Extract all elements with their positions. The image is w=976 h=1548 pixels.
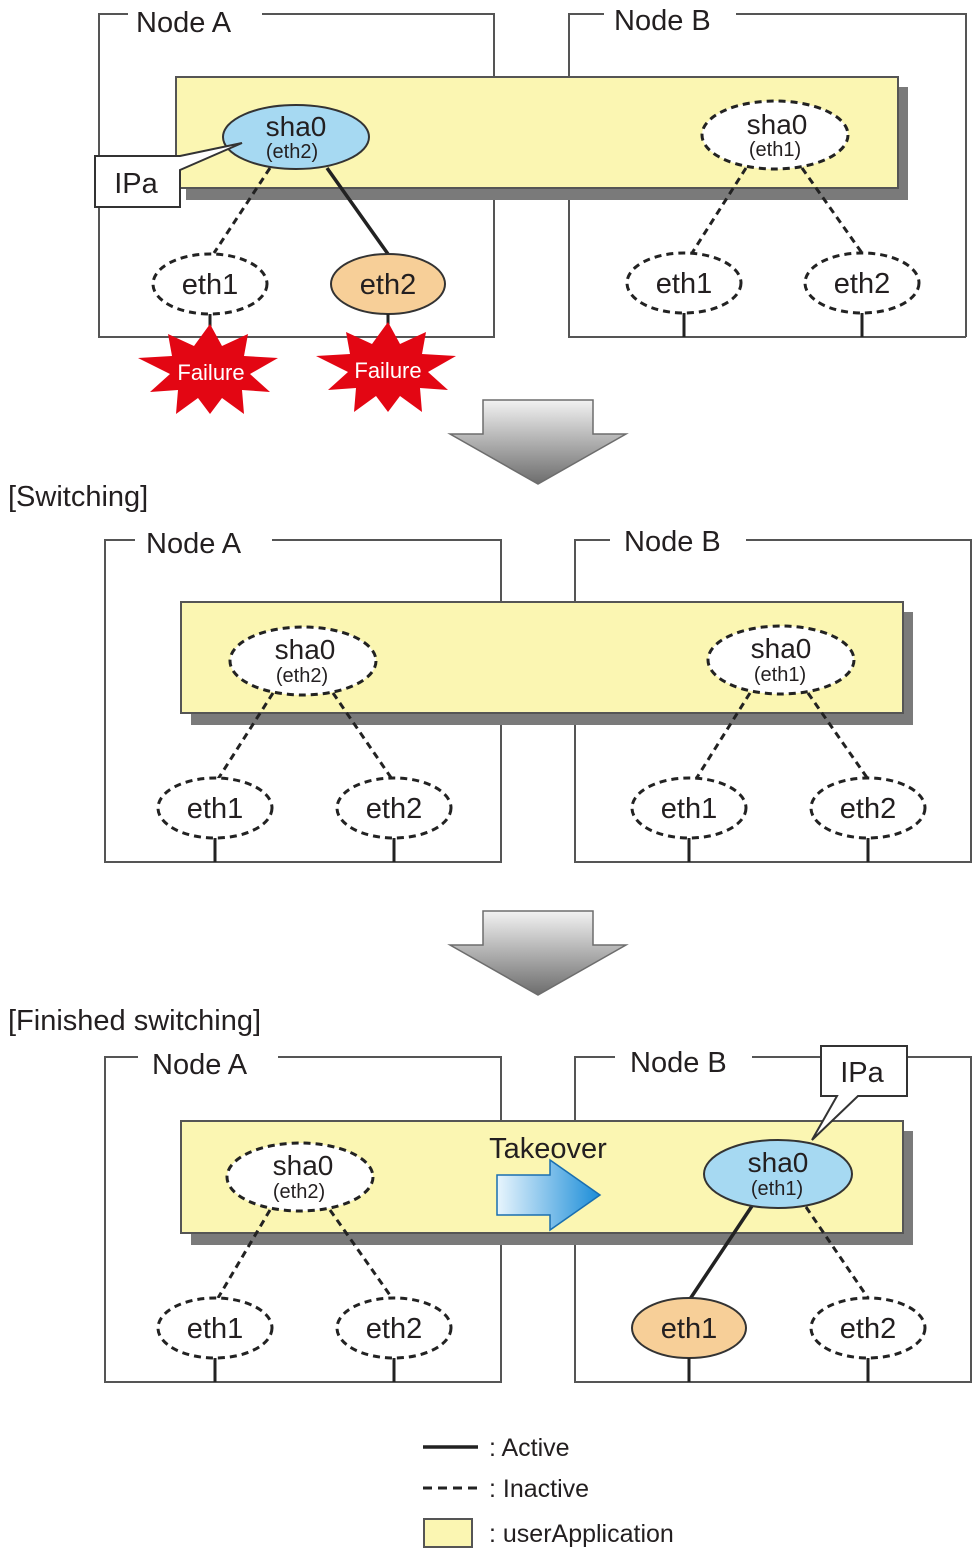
- sha0-label: sha0: [751, 633, 812, 664]
- link-sha0-eth2: [804, 1206, 870, 1299]
- legend: : Active : Inactive : userApplication: [423, 1434, 674, 1548]
- sha0-virtual-interface: sha0 (eth1): [706, 624, 856, 696]
- sha0-virtual-interface: sha0 (eth2): [225, 1141, 375, 1213]
- nic-eth1: eth1: [625, 251, 743, 337]
- link-sha0-eth1: [216, 1209, 272, 1299]
- sha0-virtual-interface: sha0 (eth1): [703, 1139, 853, 1209]
- nic-label: eth1: [182, 269, 238, 301]
- sha0-sub-label: (eth2): [273, 1181, 325, 1203]
- sha0-label: sha0: [747, 109, 808, 140]
- node-a-box: Node A: [98, 7, 495, 338]
- link-sha0-eth1-active: [688, 1205, 754, 1300]
- nic-label: eth1: [187, 793, 243, 825]
- sha0-sub-label: (eth1): [754, 664, 806, 686]
- nic-eth2: eth2: [335, 776, 453, 862]
- nic-eth1: eth1: [156, 776, 274, 862]
- link-sha0-eth1: [212, 167, 272, 254]
- link-sha0-eth2: [806, 692, 870, 780]
- link-sha0-eth1: [694, 692, 752, 780]
- failure-burst-icon: Failure: [138, 324, 278, 414]
- legend-active-label: : Active: [489, 1434, 570, 1462]
- node-a-title: Node A: [146, 528, 242, 560]
- node-a-box: Node A: [104, 528, 502, 863]
- node-a-box: Node A: [104, 1049, 502, 1383]
- section-switching: [Switching] Node A Node B sha0 (eth2) sh…: [8, 481, 972, 863]
- nic-eth2: eth2: [330, 253, 446, 337]
- transition-arrow-down-icon: [447, 399, 629, 485]
- legend-inactive-label: : Inactive: [489, 1475, 589, 1503]
- link-sha0-eth1: [690, 167, 748, 254]
- transition-arrow-down-icon: [447, 910, 629, 996]
- nic-label: eth2: [366, 1313, 422, 1345]
- nic-eth1: eth1: [630, 776, 748, 862]
- link-sha0-eth1: [216, 692, 275, 780]
- link-sha0-eth2: [800, 167, 864, 254]
- section-heading: [Finished switching]: [8, 1005, 261, 1037]
- legend-user-app-label: : userApplication: [489, 1520, 674, 1548]
- ip-address-callout: IPa: [94, 142, 243, 208]
- legend-user-app-swatch: [423, 1518, 473, 1548]
- failure-burst-icon: Failure: [316, 322, 456, 412]
- section-finished-switching: [Finished switching] Node A Node B sha0 …: [8, 1005, 972, 1383]
- section-before-failure: Node A Node B sha0 (eth2) IPa sha0: [94, 5, 967, 414]
- nic-label: eth1: [187, 1313, 243, 1345]
- node-a-title: Node A: [152, 1049, 248, 1081]
- link-sha0-eth2: [328, 1209, 394, 1299]
- section-heading: [Switching]: [8, 481, 148, 513]
- node-b-box: Node B: [574, 1047, 972, 1383]
- sha0-virtual-interface: sha0 (eth2): [228, 625, 378, 697]
- nic-label: eth2: [366, 793, 422, 825]
- link-sha0-eth2-active: [325, 166, 390, 256]
- sha0-virtual-interface: sha0 (eth2): [222, 104, 370, 170]
- nic-eth2: eth2: [803, 251, 921, 337]
- nic-eth1: eth1: [156, 1296, 274, 1382]
- failure-label: Failure: [177, 360, 244, 385]
- sha0-label: sha0: [266, 111, 327, 142]
- nic-label: eth1: [661, 1313, 717, 1345]
- nic-label: eth1: [661, 793, 717, 825]
- node-a-title: Node A: [136, 7, 232, 39]
- nic-label: eth2: [840, 1313, 896, 1345]
- nic-eth2: eth2: [809, 776, 927, 862]
- nic-label: eth2: [840, 793, 896, 825]
- ip-address-label: IPa: [114, 168, 158, 200]
- failure-label: Failure: [354, 358, 421, 383]
- node-b-box: Node B: [574, 526, 972, 863]
- sha0-virtual-interface: sha0 (eth1): [700, 99, 850, 171]
- node-b-title: Node B: [630, 1047, 727, 1079]
- ip-address-label: IPa: [840, 1057, 884, 1089]
- nic-eth1: eth1: [631, 1297, 747, 1382]
- sha0-sub-label: (eth1): [751, 1178, 803, 1200]
- sha0-label: sha0: [273, 1150, 334, 1181]
- sha0-sub-label: (eth2): [266, 141, 318, 163]
- link-sha0-eth2: [331, 692, 394, 780]
- nic-label: eth2: [360, 269, 416, 301]
- takeover-arrow-icon: Takeover: [489, 1133, 607, 1232]
- sha0-sub-label: (eth1): [749, 139, 801, 161]
- sha0-label: sha0: [748, 1147, 809, 1178]
- sha0-label: sha0: [275, 634, 336, 665]
- takeover-label: Takeover: [489, 1133, 607, 1165]
- nic-eth2: eth2: [809, 1296, 927, 1382]
- nic-label: eth2: [834, 268, 890, 300]
- node-b-title: Node B: [614, 5, 711, 37]
- nic-eth1: eth1: [151, 252, 269, 337]
- ip-address-callout: IPa: [811, 1045, 908, 1141]
- node-b-title: Node B: [624, 526, 721, 558]
- nic-label: eth1: [656, 268, 712, 300]
- nic-eth2: eth2: [335, 1296, 453, 1382]
- sha0-sub-label: (eth2): [276, 665, 328, 687]
